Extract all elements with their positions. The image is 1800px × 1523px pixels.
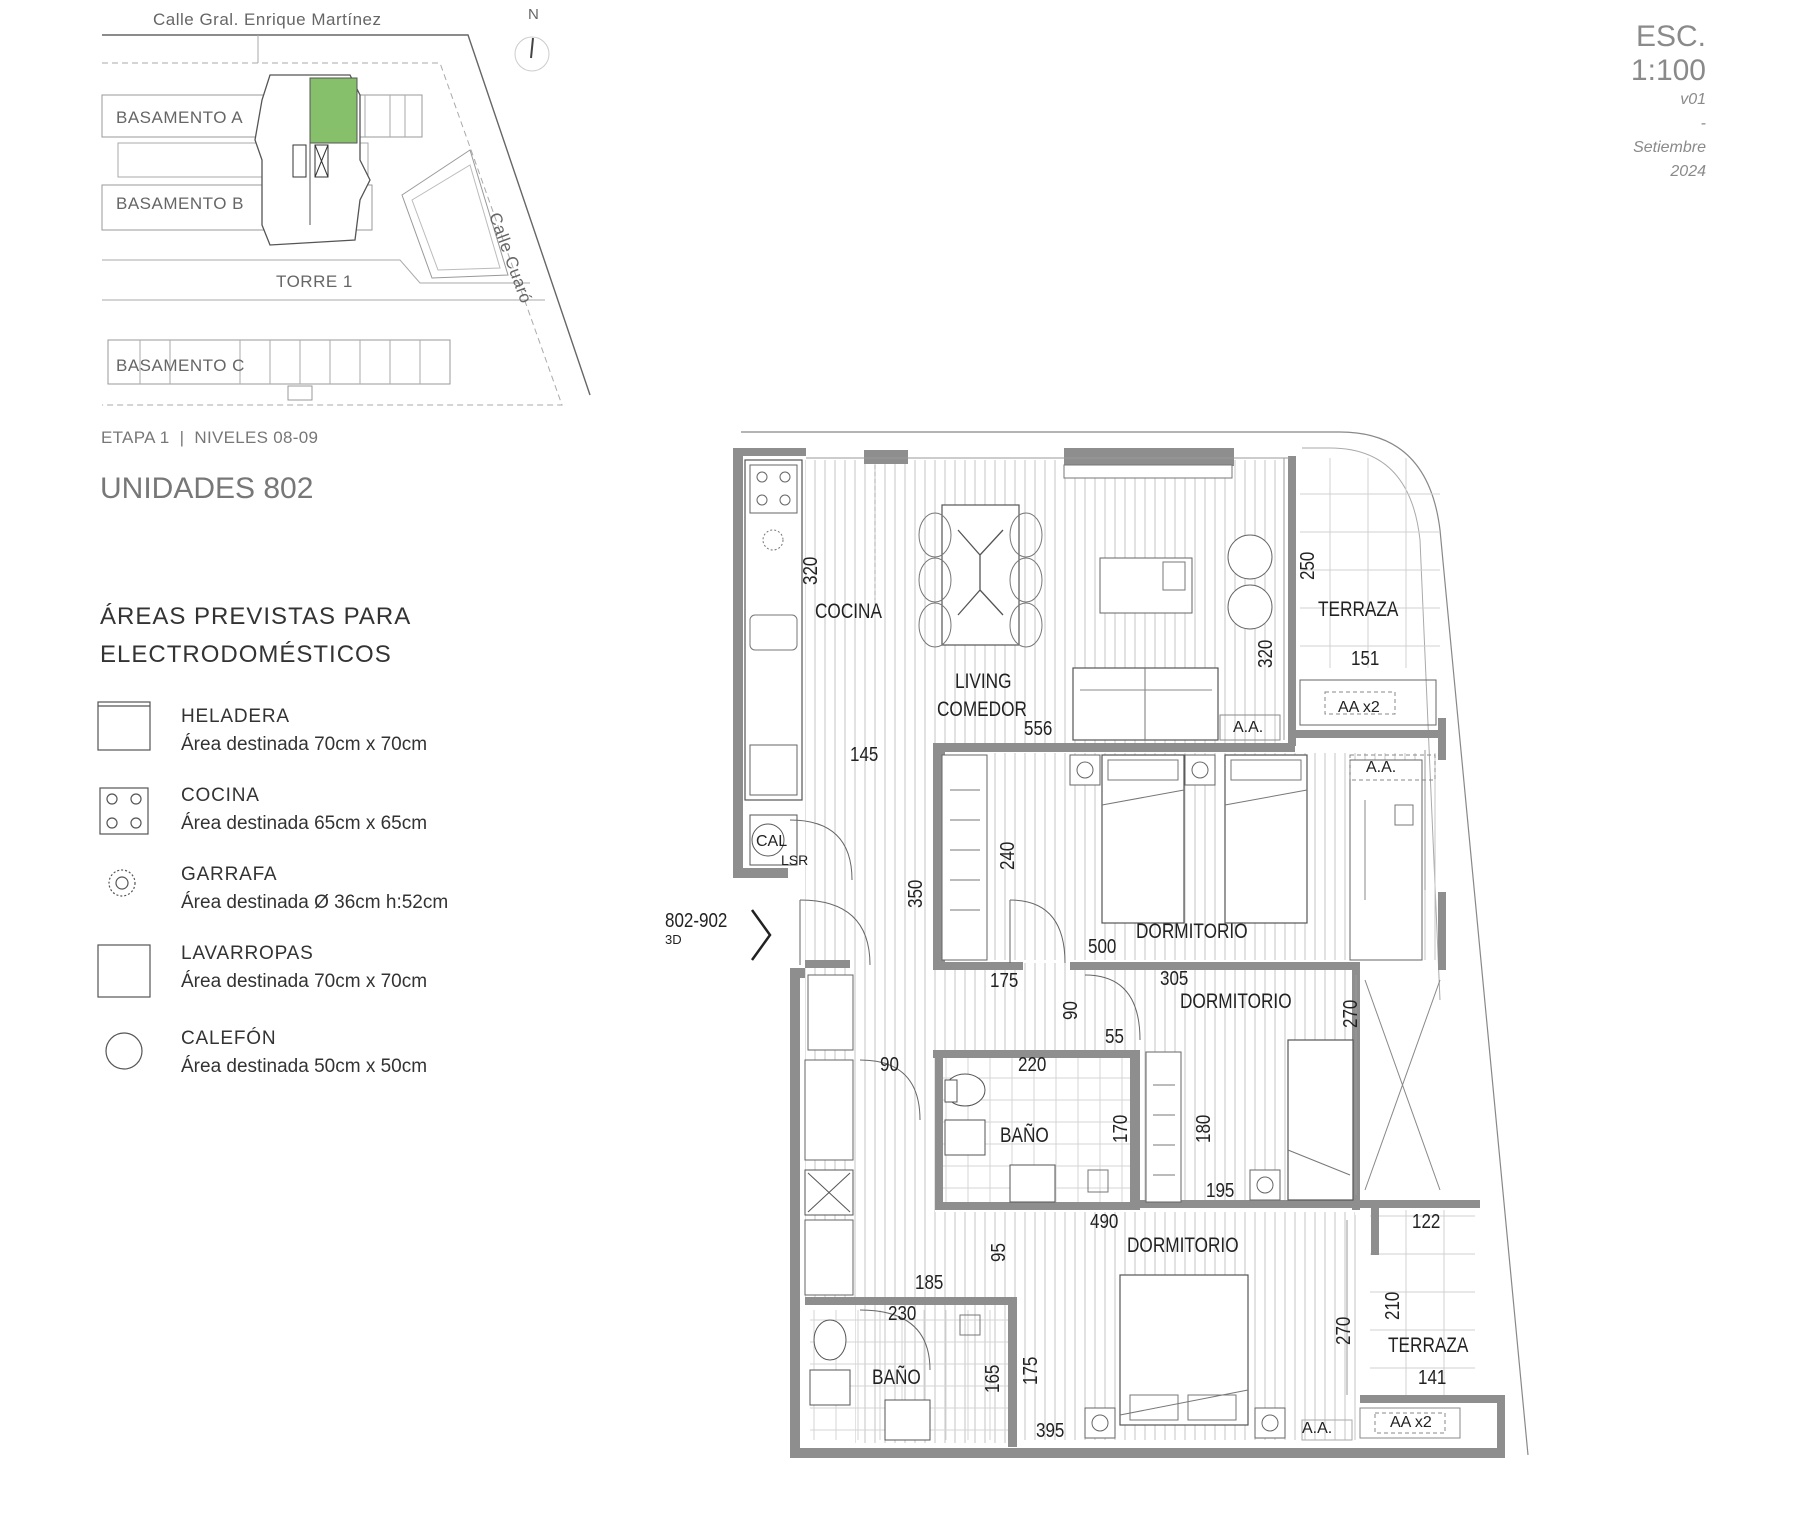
- aa-x2-bottom-label: AA x2: [1390, 1414, 1432, 1431]
- dim-185: 185: [915, 1272, 944, 1294]
- dim-175-top: 175: [990, 970, 1019, 992]
- version-label: v01: [1680, 91, 1706, 108]
- legend-item-lavarropas: LAVARROPAS Área destinada 70cm x 70cm: [181, 943, 427, 993]
- aa-living-label: A.A.: [1233, 719, 1264, 736]
- dim-175-bottom: 175: [1020, 1356, 1042, 1385]
- aa-master-label: A.A.: [1302, 1420, 1333, 1437]
- scale-block: ESC. 1:100 v01 - Setiembre 2024: [1631, 20, 1706, 184]
- dim-170: 170: [1110, 1114, 1132, 1143]
- cal-label: CAL: [756, 833, 788, 850]
- dim-500: 500: [1088, 936, 1117, 958]
- room-bano-2: BAÑO: [872, 1366, 921, 1389]
- date-month: Setiembre: [1633, 139, 1706, 156]
- legend-item-cocina: COCINA Área destinada 65cm x 65cm: [181, 785, 427, 835]
- dim-55: 55: [1105, 1026, 1124, 1048]
- room-comedor: COMEDOR: [937, 698, 1027, 721]
- legend-icons: [97, 701, 151, 1070]
- site-map: [101, 34, 591, 406]
- dim-90-horizontal: 90: [880, 1054, 899, 1076]
- dim-250: 250: [1297, 551, 1319, 580]
- dim-556: 556: [1024, 718, 1053, 740]
- aa-bedroom-label: A.A.: [1366, 759, 1397, 776]
- legend-item-desc: Área destinada 50cm x 50cm: [181, 1056, 428, 1077]
- street-top-label: Calle Gral. Enrique Martínez: [153, 10, 382, 29]
- room-dormitorio-2: DORMITORIO: [1180, 990, 1292, 1013]
- dim-230: 230: [888, 1303, 917, 1325]
- dim-320-living: 320: [1255, 639, 1277, 668]
- legend-title-line1: ÁREAS PREVISTAS PARA: [100, 603, 412, 630]
- entry-sub-label: 3D: [665, 932, 682, 947]
- version-separator: -: [1700, 115, 1706, 132]
- legend-title-line2: ELECTRODOMÉSTICOS: [100, 641, 392, 668]
- dim-270-top: 270: [1340, 999, 1362, 1028]
- legend-item-heladera: HELADERA Área destinada 70cm x 70cm: [181, 706, 427, 756]
- basamento-c-label: BASAMENTO C: [116, 356, 245, 375]
- scale-label: ESC.: [1635, 20, 1706, 53]
- dim-320-kitchen: 320: [800, 556, 822, 585]
- room-cocina: COCINA: [815, 600, 882, 623]
- dim-180: 180: [1193, 1114, 1215, 1143]
- dim-220: 220: [1018, 1054, 1047, 1076]
- dim-195: 195: [1206, 1180, 1235, 1202]
- room-bano-1: BAÑO: [1000, 1124, 1049, 1147]
- dim-95: 95: [988, 1243, 1010, 1262]
- north-label: N: [528, 6, 540, 23]
- legend-title: ÁREAS PREVISTAS PARA ELECTRODOMÉSTICOS: [100, 598, 520, 674]
- scale-value: 1:100: [1630, 54, 1706, 87]
- unit-title: UNIDADES 802: [100, 472, 314, 505]
- torre-label: TORRE 1: [276, 272, 353, 291]
- room-dormitorio-1: DORMITORIO: [1136, 920, 1248, 943]
- basamento-b-label: BASAMENTO B: [116, 194, 244, 213]
- dim-141: 141: [1418, 1367, 1447, 1389]
- dim-165: 165: [982, 1364, 1004, 1393]
- dim-350: 350: [905, 879, 927, 908]
- aa-x2-top-label: AA x2: [1338, 699, 1380, 716]
- legend-item-name: CALEFÓN: [181, 1028, 277, 1049]
- date-year: 2024: [1670, 163, 1706, 180]
- floor-plan: [733, 431, 1529, 1458]
- room-living: LIVING: [955, 670, 1012, 693]
- etapa-label: ETAPA 1 | NIVELES 08-09: [101, 428, 319, 447]
- legend-item-desc: Área destinada Ø 36cm h:52cm: [181, 892, 449, 913]
- lsr-label: LSR: [781, 852, 809, 868]
- legend-item-desc: Área destinada 70cm x 70cm: [181, 971, 428, 992]
- dim-145: 145: [850, 744, 879, 766]
- dim-270-bottom: 270: [1333, 1316, 1355, 1345]
- legend-item-name: LAVARROPAS: [181, 943, 314, 964]
- room-terraza-top: TERRAZA: [1318, 598, 1399, 621]
- dim-490: 490: [1090, 1211, 1119, 1233]
- dim-90-vertical: 90: [1060, 1001, 1082, 1020]
- dim-305: 305: [1160, 968, 1189, 990]
- dim-210: 210: [1382, 1291, 1404, 1320]
- dim-122: 122: [1412, 1211, 1441, 1233]
- dim-151: 151: [1351, 648, 1380, 670]
- room-terraza-bottom: TERRAZA: [1388, 1334, 1469, 1357]
- entry-label: 802-902: [665, 910, 728, 932]
- dim-240: 240: [997, 841, 1019, 870]
- legend-item-name: GARRAFA: [181, 864, 278, 885]
- legend-item-name: HELADERA: [181, 706, 290, 727]
- room-dormitorio-3: DORMITORIO: [1127, 1234, 1239, 1257]
- legend-item-calefon: CALEFÓN Área destinada 50cm x 50cm: [181, 1028, 427, 1078]
- legend-item-desc: Área destinada 70cm x 70cm: [181, 734, 428, 755]
- legend-item-desc: Área destinada 65cm x 65cm: [181, 813, 428, 834]
- legend-item-garrafa: GARRAFA Área destinada Ø 36cm h:52cm: [181, 864, 448, 914]
- basamento-a-label: BASAMENTO A: [116, 108, 244, 127]
- dim-395: 395: [1036, 1420, 1065, 1442]
- legend-item-name: COCINA: [181, 785, 260, 806]
